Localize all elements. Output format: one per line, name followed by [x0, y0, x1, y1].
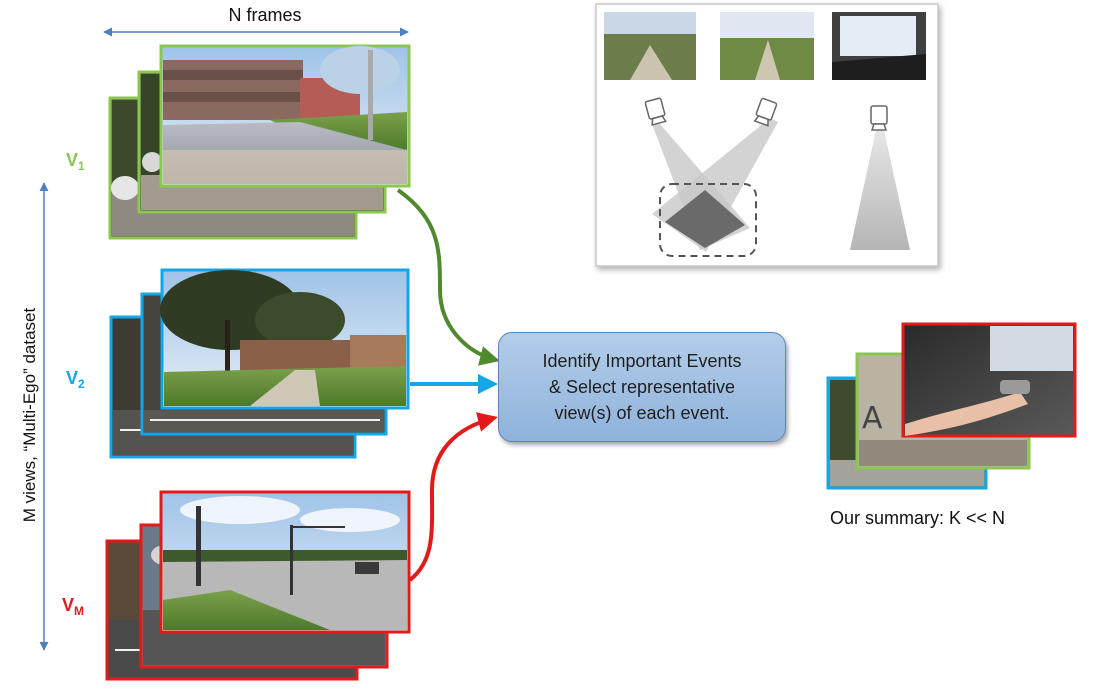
view-1-frame-stack	[108, 44, 411, 240]
process-line-1: Identify Important Events	[542, 351, 742, 371]
view-m-frame-stack	[105, 490, 411, 681]
view-m-to-process-arrow	[408, 412, 498, 582]
camera-icon	[753, 97, 778, 127]
summary-caption: Our summary: K << N	[830, 508, 1006, 528]
process-line-3: view(s) of each event.	[554, 403, 730, 423]
camera-icon	[870, 105, 888, 131]
view-1-to-process-arrow	[396, 188, 500, 366]
view-2-frame-stack	[109, 268, 410, 459]
n-frames-label: N frames	[228, 5, 302, 25]
camera-thumbnail-1	[604, 12, 696, 80]
summary-frame-red	[901, 322, 1077, 438]
camera-thumbnail-3	[832, 12, 926, 80]
m-views-dataset-label: M views, “Multi-Ego” dataset	[20, 307, 39, 523]
camera-overlap-illustration	[595, 3, 939, 267]
process-line-2: & Select representative	[548, 377, 736, 397]
view-m-label: VM	[62, 595, 84, 618]
svg-text:A: A	[862, 401, 883, 436]
camera-thumbnail-2	[720, 12, 814, 80]
view-2-label: V2	[66, 368, 85, 391]
view-1-frame-front	[159, 44, 411, 188]
process-box: Identify Important Events & Select repre…	[498, 332, 786, 442]
camera-icon	[644, 97, 667, 126]
view-1-label: V1	[66, 150, 85, 173]
view-m-frame-front	[159, 490, 411, 634]
view-2-frame-front	[160, 268, 410, 410]
summary-frame-stack: A	[826, 322, 1077, 490]
